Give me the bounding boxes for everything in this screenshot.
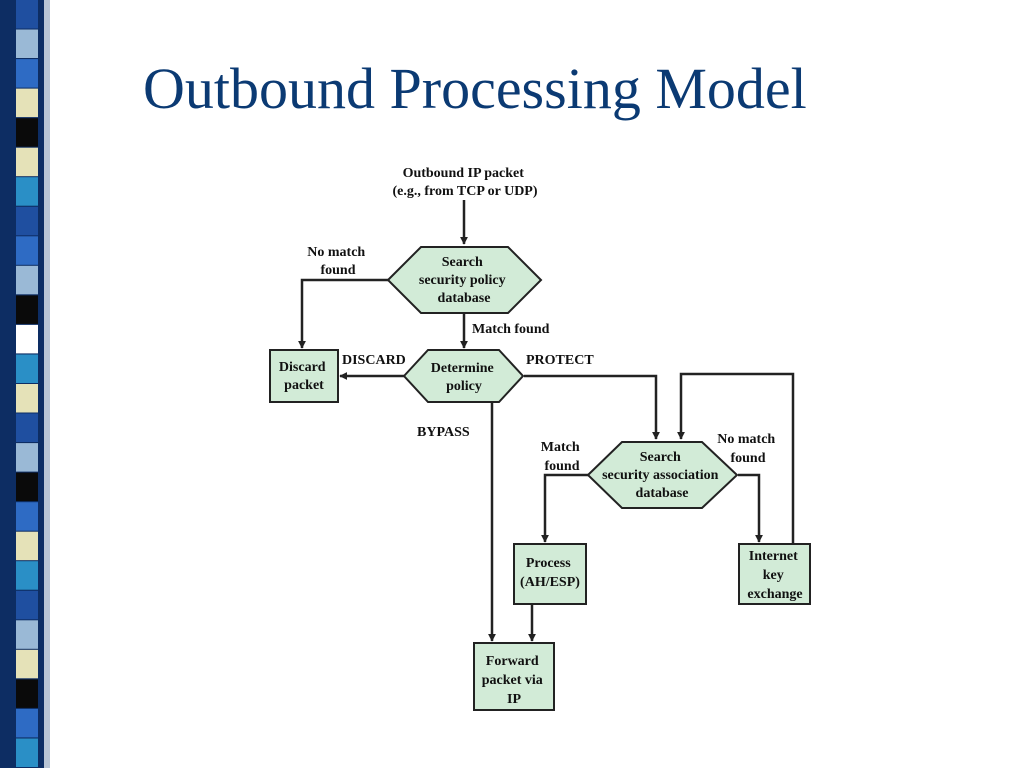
forward-packet-label: Forward packet via IP xyxy=(482,654,547,707)
strip-block xyxy=(16,206,38,236)
process-label: Process (AH/ESP) xyxy=(520,556,580,590)
start-line-1: Outbound IP packet xyxy=(403,166,525,181)
search-sad-line-2: security association xyxy=(602,468,718,483)
strip-block xyxy=(16,29,38,58)
sad-no-match-line-1: No match xyxy=(717,432,775,447)
strip-block xyxy=(16,413,38,442)
forward-line-1: Forward xyxy=(486,654,539,669)
strip-block xyxy=(16,265,38,295)
strip-block xyxy=(16,147,38,177)
spd-no-match-label: No match found xyxy=(307,245,368,278)
search-sad-line-1: Search xyxy=(640,450,681,465)
sad-match-line-1: Match xyxy=(541,440,580,455)
strip-block xyxy=(16,679,38,708)
determine-policy-line-2: policy xyxy=(446,379,482,394)
arrow-sad-match-to-process xyxy=(541,473,588,543)
strip-block xyxy=(16,620,38,649)
strip-block xyxy=(16,502,38,531)
strip-block xyxy=(16,531,38,561)
sad-no-match-line-2: found xyxy=(730,451,765,466)
start-line-2: (e.g., from TCP or UDP) xyxy=(392,184,537,199)
arrow-spd-no-match-to-discard xyxy=(298,278,388,349)
strip-block xyxy=(16,295,38,324)
search-sad-label: Search security association database xyxy=(602,450,722,501)
ike-node xyxy=(738,543,811,605)
determine-policy-label: Determine policy xyxy=(431,361,497,394)
ike-line-3: exchange xyxy=(747,587,802,602)
strip-block xyxy=(16,177,38,206)
discard-packet-label: Discard packet xyxy=(279,360,329,393)
spd-match-found-label: Match found xyxy=(472,322,550,337)
decorative-side-strip xyxy=(0,0,50,768)
forward-line-3: IP xyxy=(507,692,521,707)
spd-no-match-line-1: No match xyxy=(307,245,365,260)
search-spd-line-2: security policy xyxy=(419,273,506,288)
arrow-ike-back-to-sad xyxy=(677,372,795,543)
strip-block xyxy=(16,472,38,502)
strip-block xyxy=(16,118,38,147)
strip-block xyxy=(16,708,38,738)
sad-match-found-label: Match found xyxy=(541,440,583,474)
sad-match-line-2: found xyxy=(544,459,579,474)
spd-no-match-line-2: found xyxy=(320,263,355,278)
ike-label: Internet key exchange xyxy=(747,549,802,602)
discard-packet-node xyxy=(269,349,339,403)
determine-policy-node xyxy=(402,349,525,403)
strip-block xyxy=(16,561,38,590)
discard-packet-line-1: Discard xyxy=(279,360,326,375)
strip-block xyxy=(16,0,38,29)
protect-label: PROTECT xyxy=(526,353,594,368)
forward-packet-node xyxy=(473,642,555,711)
strip-block xyxy=(16,59,38,88)
strip-block xyxy=(16,590,38,620)
ike-line-2: key xyxy=(763,568,784,583)
forward-line-2: packet via xyxy=(482,673,543,688)
discard-packet-line-2: packet xyxy=(284,378,324,393)
ike-line-1: Internet xyxy=(749,549,798,564)
discard-label: DISCARD xyxy=(342,353,406,368)
strip-block xyxy=(16,649,38,679)
sad-no-match-label: No match found xyxy=(717,432,778,466)
strip-block xyxy=(16,236,38,265)
strip-block xyxy=(16,354,38,383)
slide-title: Outbound Processing Model xyxy=(143,56,807,121)
search-spd-label: Search security policy database xyxy=(419,255,509,306)
process-line-2: (AH/ESP) xyxy=(520,575,580,590)
process-node xyxy=(513,543,587,605)
strip-block xyxy=(16,443,38,472)
strip-block xyxy=(16,384,38,413)
process-line-1: Process xyxy=(526,556,571,571)
search-spd-line-1: Search xyxy=(442,255,483,270)
search-spd-node xyxy=(386,246,543,314)
strip-block xyxy=(16,324,38,354)
determine-policy-line-1: Determine xyxy=(431,361,494,376)
bypass-label: BYPASS xyxy=(417,425,470,440)
arrow-policy-protect-to-sad xyxy=(524,374,660,440)
start-packet-label: Outbound IP packet (e.g., from TCP or UD… xyxy=(392,166,537,199)
strip-block xyxy=(16,738,38,767)
search-sad-node xyxy=(586,441,739,509)
strip-block xyxy=(16,88,38,118)
connectors xyxy=(298,200,795,642)
search-spd-line-3: database xyxy=(438,291,491,306)
search-sad-line-3: database xyxy=(636,486,689,501)
arrow-sad-no-match-to-ike xyxy=(738,473,763,543)
